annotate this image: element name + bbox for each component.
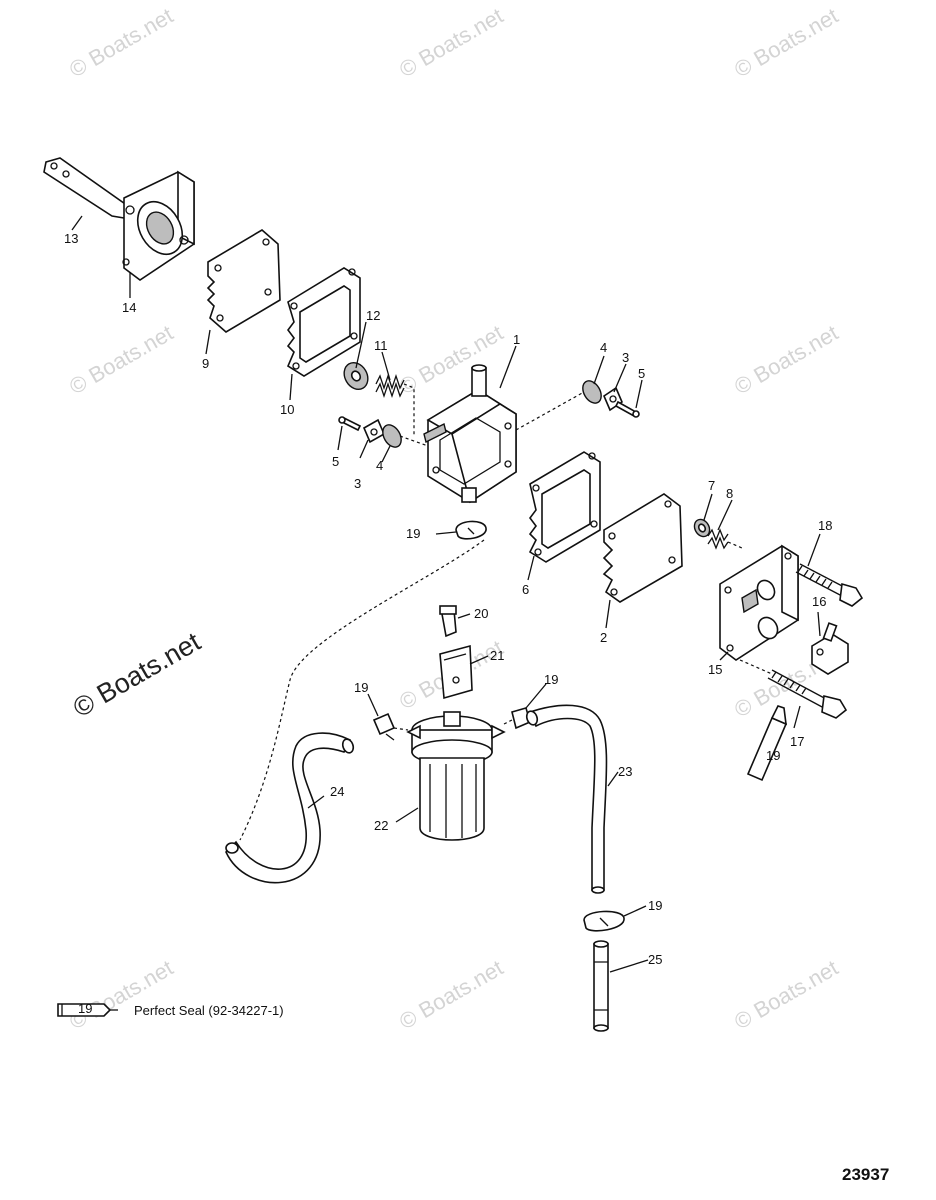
callout-23: 23: [618, 764, 632, 779]
part-19-clip-top: [455, 520, 487, 540]
callout-15: 15: [708, 662, 722, 677]
watermark: © Boats.net: [730, 320, 842, 399]
callout-7: 7: [708, 478, 715, 493]
callout-10: 10: [280, 402, 294, 417]
part-11-spring: [375, 373, 405, 399]
part-12-disc: [343, 361, 369, 391]
part-5-screw-left: [338, 416, 362, 432]
part-3-retainer-left: [362, 418, 386, 444]
leader-dashed: [393, 727, 409, 731]
part-18-bolt: [795, 563, 864, 607]
part-1-pump-body: [423, 364, 517, 504]
legend-tube-number: 19: [78, 1001, 92, 1016]
watermark: © Boats.net: [730, 3, 842, 82]
callout-19-right: 19: [544, 672, 558, 687]
callout-19-top: 19: [406, 526, 420, 541]
callout-9: 9: [202, 356, 209, 371]
part-21-bracket: [439, 644, 473, 700]
callout-5-right: 5: [638, 366, 645, 381]
callout-17: 17: [790, 734, 804, 749]
callout-11: 11: [374, 338, 388, 353]
callout-6: 6: [522, 582, 529, 597]
leader-dashed: [399, 435, 429, 447]
callout-labels: 13 14 9 10 12 11 1 4 3 5 5 3 4 19 6 2 7 …: [64, 231, 832, 967]
callout-25: 25: [648, 952, 662, 967]
legend-text: Perfect Seal (92-34227-1): [134, 1003, 284, 1018]
leader-lines: [71, 215, 821, 973]
leader-dashed: [503, 719, 513, 725]
callout-14: 14: [122, 300, 136, 315]
leader-dashed: [739, 659, 773, 675]
callout-16: 16: [812, 594, 826, 609]
callout-24: 24: [330, 784, 344, 799]
callout-4-left: 4: [376, 458, 383, 473]
tube-label: 19: [766, 748, 780, 763]
part-2-gasket: [602, 493, 683, 603]
part-23-hose: [525, 704, 608, 894]
watermark: © Boats.net: [65, 3, 177, 82]
watermark: © Boats.net: [395, 955, 507, 1034]
callout-19-bottom: 19: [648, 898, 662, 913]
callout-20: 20: [474, 606, 488, 621]
part-14-base-housing: [122, 170, 195, 281]
callout-13: 13: [64, 231, 78, 246]
legend-tube-icon: [57, 1003, 112, 1017]
watermark: © Boats.net: [65, 955, 177, 1034]
callout-3-right: 3: [622, 350, 629, 365]
drawing-number: 23937: [842, 1165, 889, 1184]
callout-19-left: 19: [354, 680, 368, 695]
part-8-spring: [707, 528, 729, 550]
part-17-bolt: [767, 669, 848, 719]
callout-22: 22: [374, 818, 388, 833]
part-24-hose: [225, 732, 355, 884]
part-4-valve-right: [582, 380, 602, 404]
part-6-gasket-frame: [528, 451, 601, 563]
callout-5-left: 5: [332, 454, 339, 469]
callout-4-right: 4: [600, 340, 607, 355]
watermark: © Boats.net: [730, 955, 842, 1034]
watermark-large: © Boats.net: [68, 626, 206, 723]
leader-dashed: [515, 391, 585, 431]
watermark: © Boats.net: [395, 3, 507, 82]
fuel-line-dashed: [239, 539, 485, 841]
part-7-washer: [693, 518, 711, 538]
part-5-screw-right: [614, 400, 640, 418]
part-13-lever: [43, 157, 129, 219]
part-15-cover: [719, 544, 799, 661]
leader-dashed: [727, 541, 743, 549]
callout-12: 12: [366, 308, 380, 323]
watermarks: © Boats.net © Boats.net © Boats.net © Bo…: [65, 3, 842, 1034]
callout-21: 21: [490, 648, 504, 663]
callout-3-left: 3: [354, 476, 361, 491]
sealant-tube-icon: 19: [746, 705, 788, 782]
callout-8: 8: [726, 486, 733, 501]
part-4-valve-left: [382, 424, 402, 448]
part-9-gasket: [206, 229, 281, 333]
part-20-screw: [439, 605, 457, 638]
part-22-fuel-filter: [406, 711, 506, 841]
legend: 19 Perfect Seal (92-34227-1): [57, 1001, 284, 1018]
part-16-fitting: [811, 622, 849, 675]
callout-2: 2: [600, 630, 607, 645]
leader-dashed: [403, 383, 415, 436]
part-25-connector: [593, 940, 609, 1032]
part-19-clip-left: [372, 712, 396, 741]
watermark: © Boats.net: [65, 320, 177, 399]
callout-1: 1: [513, 332, 520, 347]
part-10-diaphragm-frame: [286, 267, 361, 377]
part-19-clip-bottom: [583, 910, 625, 932]
callout-18: 18: [818, 518, 832, 533]
